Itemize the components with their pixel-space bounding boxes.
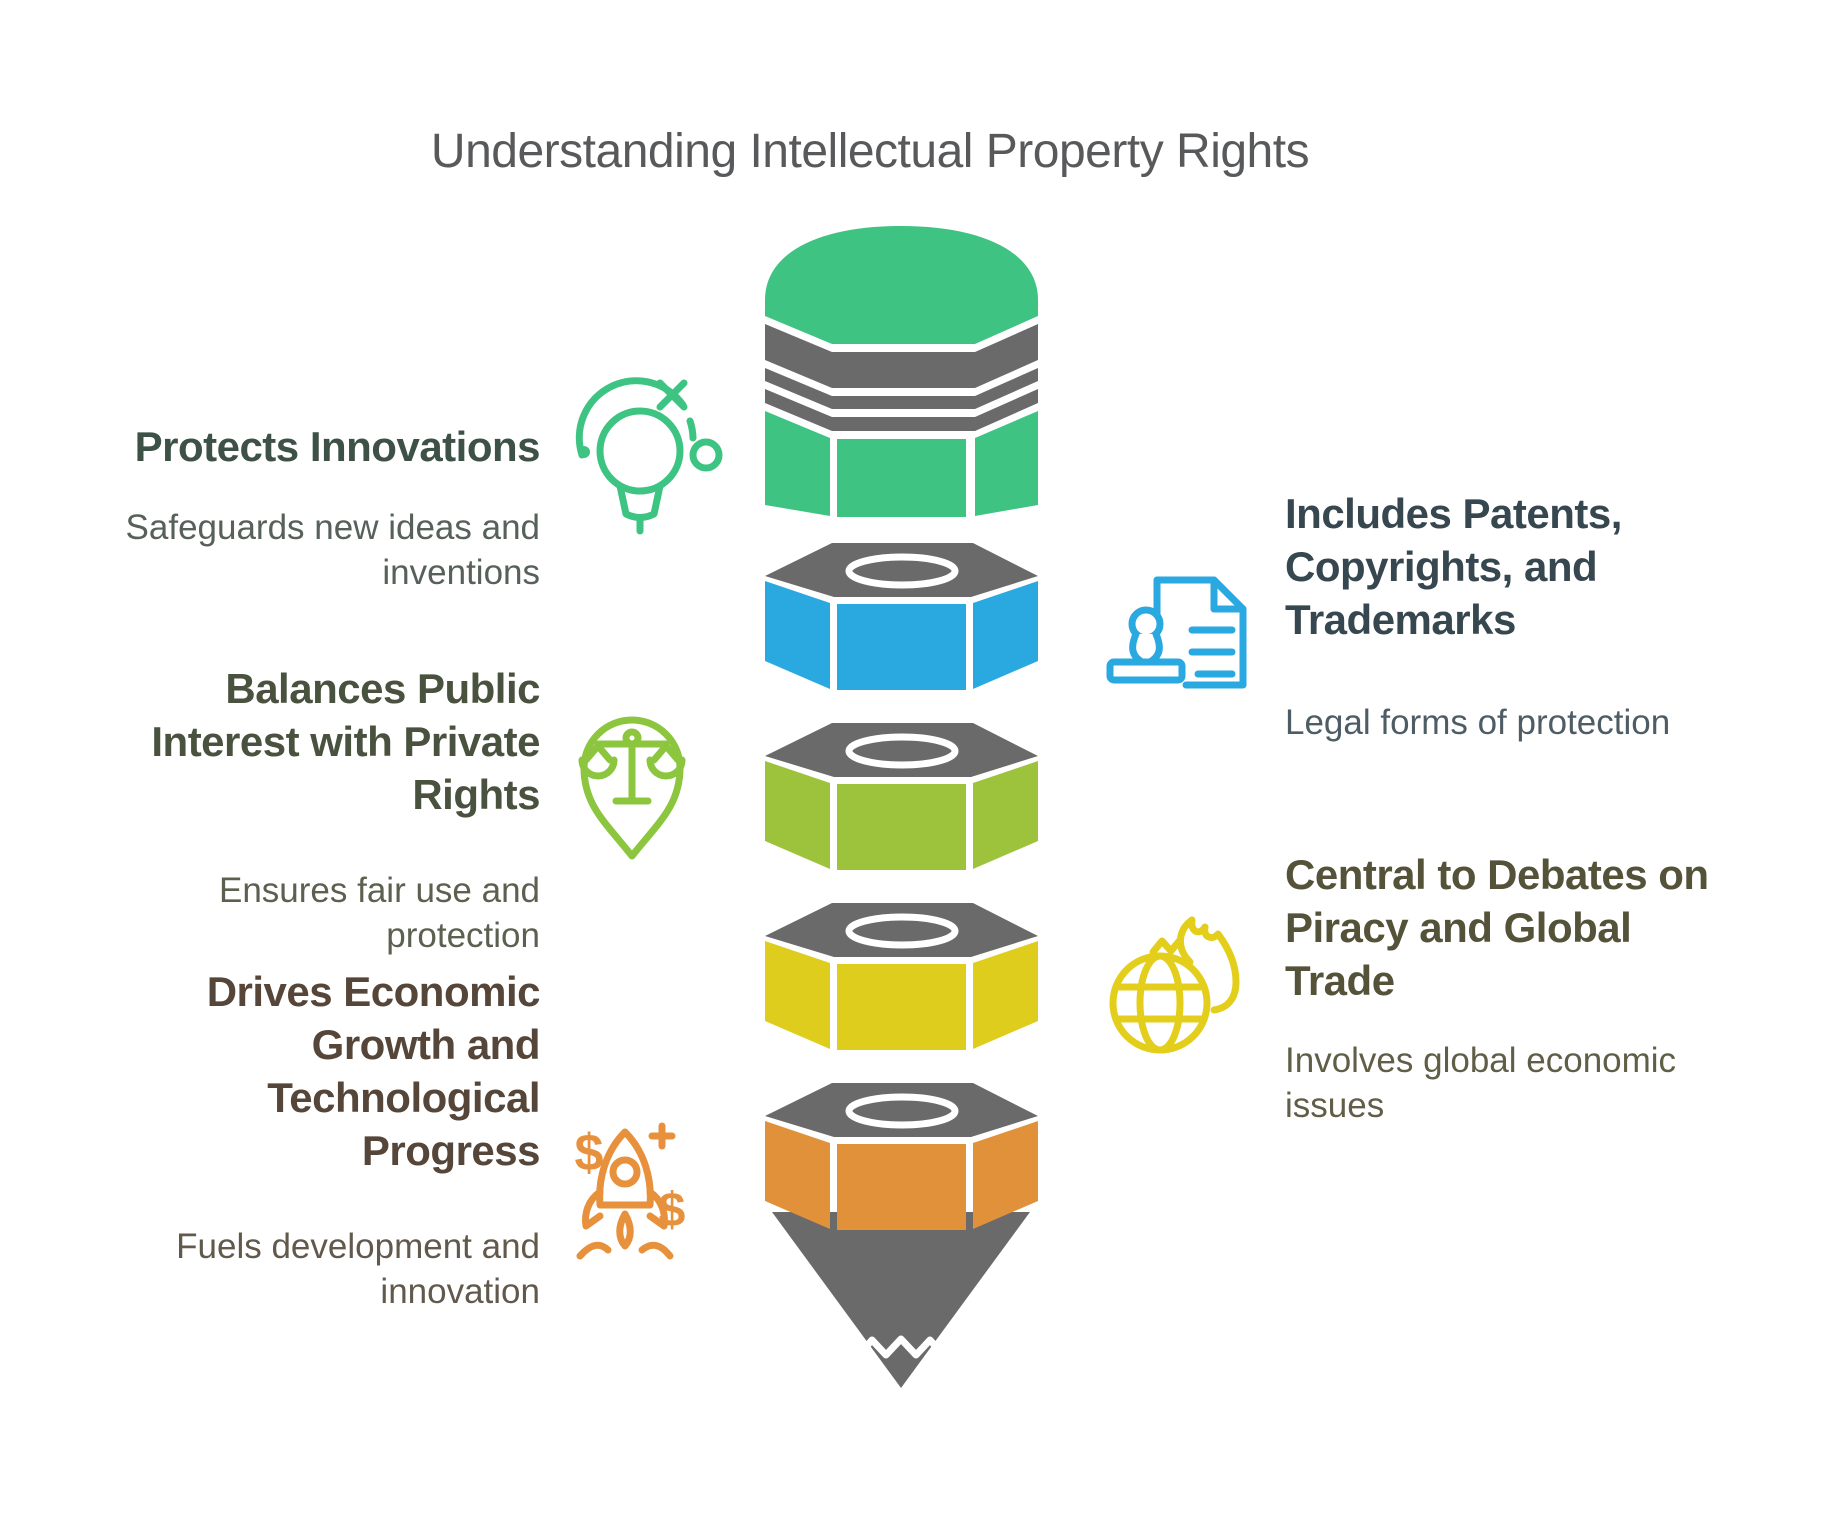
page-title: Understanding Intellectual Property Righ… <box>430 125 1310 178</box>
item-heading: Drives Economic Growth and Technological… <box>206 968 541 1174</box>
flame-spark <box>1149 936 1184 956</box>
pencil-facet <box>837 964 966 1050</box>
pencil-facet <box>765 1121 830 1229</box>
pencil-ferrule <box>765 324 1038 431</box>
scales-pin-icon <box>578 716 686 860</box>
pencil-facet <box>837 439 966 517</box>
stamp-glyph <box>1106 606 1186 684</box>
item-subtext: Ensures fair use and protection <box>218 871 540 955</box>
nut-top-face <box>765 903 1038 957</box>
rocket-icon: $ $ <box>575 1122 686 1260</box>
ferrule-band <box>765 324 1038 388</box>
segment-trade <box>765 903 1038 1050</box>
item-heading: Central to Debates on Piracy and Global … <box>1285 851 1709 1004</box>
pencil-graphic <box>765 226 1038 1388</box>
globe-flame-icon <box>1109 916 1240 1054</box>
globe-circle <box>1109 952 1211 1054</box>
left-item-innovations: Protects Innovations Safeguards new idea… <box>125 420 541 595</box>
dollar-glyph: $ <box>659 1184 686 1237</box>
pencil-eraser-segment <box>765 226 1038 517</box>
dollar-glyph: $ <box>575 1124 604 1182</box>
flame-shape <box>1177 916 1240 1014</box>
pencil-facet <box>975 411 1038 516</box>
pencil-facet <box>973 761 1038 869</box>
nut-ring <box>845 913 959 949</box>
item-subtext: Safeguards new ideas and inventions <box>125 508 540 592</box>
pencil-facet <box>765 411 830 516</box>
pencil-facet <box>765 581 830 689</box>
pencil-facet <box>765 941 830 1049</box>
nut-ring <box>845 1093 959 1129</box>
item-subtext: Fuels development and innovation <box>176 1227 540 1311</box>
pencil-facet <box>837 1144 966 1230</box>
eraser-dome <box>765 226 1038 344</box>
pencil-facet <box>837 604 966 690</box>
idea-dot <box>578 446 590 458</box>
segment-balance <box>765 723 1038 870</box>
pencil-facet <box>973 1121 1038 1229</box>
pencil-facet <box>765 761 830 869</box>
ferrule-band <box>765 389 1038 431</box>
tip-wood-cone <box>772 1212 1030 1388</box>
item-heading: Includes Patents, Copyrights, and Tradem… <box>1285 490 1622 643</box>
nut-ring <box>845 733 959 769</box>
pencil-facet <box>973 581 1038 689</box>
item-subtext: Involves global economic issues <box>1285 1041 1677 1125</box>
nut-ring <box>845 553 959 589</box>
document-stamp-icon <box>1106 576 1247 689</box>
right-item-piracy: Central to Debates on Piracy and Global … <box>1285 848 1709 1128</box>
nut-top-face <box>765 1083 1038 1137</box>
left-item-growth: Drives Economic Growth and Technological… <box>176 965 540 1314</box>
pencil-tip <box>772 1212 1030 1388</box>
segment-growth <box>765 1083 1038 1230</box>
item-subtext: Legal forms of protection <box>1285 703 1671 742</box>
lightbulb-icon <box>575 377 723 535</box>
nut-top-face <box>765 723 1038 777</box>
left-item-balance: Balances Public Interest with Private Ri… <box>151 662 540 958</box>
tip-break-line <box>855 1335 947 1359</box>
right-item-patents: Includes Patents, Copyrights, and Tradem… <box>1285 487 1670 745</box>
pencil-facet <box>837 784 966 870</box>
segment-patents <box>765 543 1038 690</box>
pencil-facet <box>973 941 1038 1049</box>
nut-top-face <box>765 543 1038 597</box>
item-heading: Balances Public Interest with Private Ri… <box>151 665 540 818</box>
ferrule-band <box>765 368 1038 409</box>
item-heading: Protects Innovations <box>134 423 541 470</box>
